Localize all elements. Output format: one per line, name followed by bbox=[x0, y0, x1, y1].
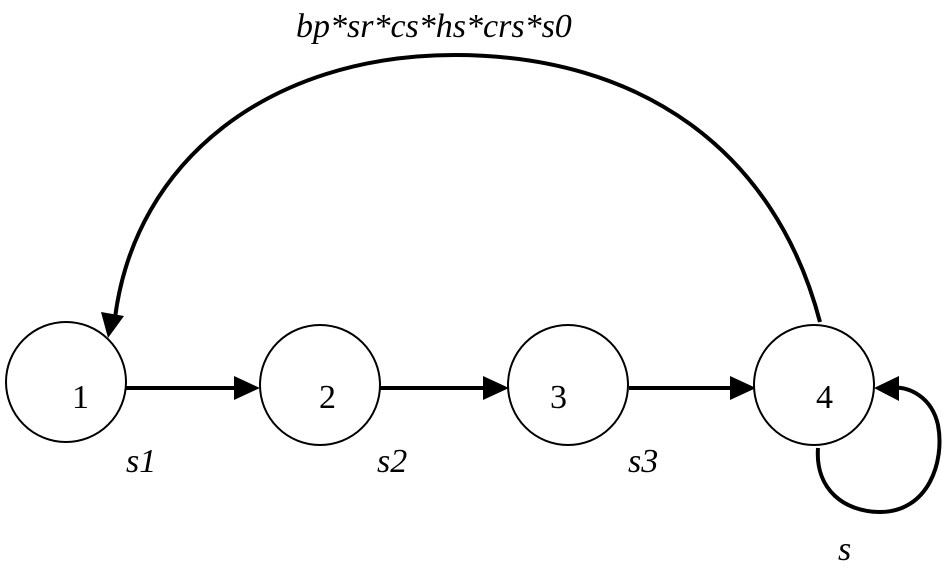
transition-4-self-loop-arrowhead bbox=[874, 376, 899, 401]
state-2: 2 bbox=[259, 324, 381, 446]
transition-1-to-2-arrowhead bbox=[234, 376, 260, 400]
transition-4-to-1-arrowhead bbox=[101, 312, 124, 338]
state-3-label: 3 bbox=[550, 379, 567, 416]
state-4: 4 bbox=[753, 324, 875, 446]
state-4-label: 4 bbox=[816, 379, 833, 416]
state-1-label: 1 bbox=[72, 379, 89, 416]
transition-1-to-2-label: s1 bbox=[126, 443, 156, 480]
transition-4-self-loop-arc bbox=[815, 385, 942, 515]
transition-4-to-1-arc bbox=[113, 52, 822, 323]
transition-2-to-3-label: s2 bbox=[377, 443, 407, 480]
state-3: 3 bbox=[507, 324, 629, 446]
state-3-circle bbox=[507, 324, 629, 446]
transition-3-to-4-label: s3 bbox=[628, 443, 658, 480]
state-1-circle bbox=[5, 321, 127, 443]
transition-2-to-3-arrowhead bbox=[483, 376, 509, 400]
transition-3-to-4-arrowhead bbox=[730, 376, 756, 400]
state-2-circle bbox=[259, 324, 381, 446]
state-4-circle bbox=[753, 324, 875, 446]
transition-4-to-1-label: bp*sr*cs*hs*crs*s0 bbox=[296, 8, 572, 45]
state-1: 1 bbox=[5, 321, 127, 443]
transition-4-self-loop-label: s bbox=[838, 531, 851, 568]
state-2-label: 2 bbox=[319, 379, 336, 416]
